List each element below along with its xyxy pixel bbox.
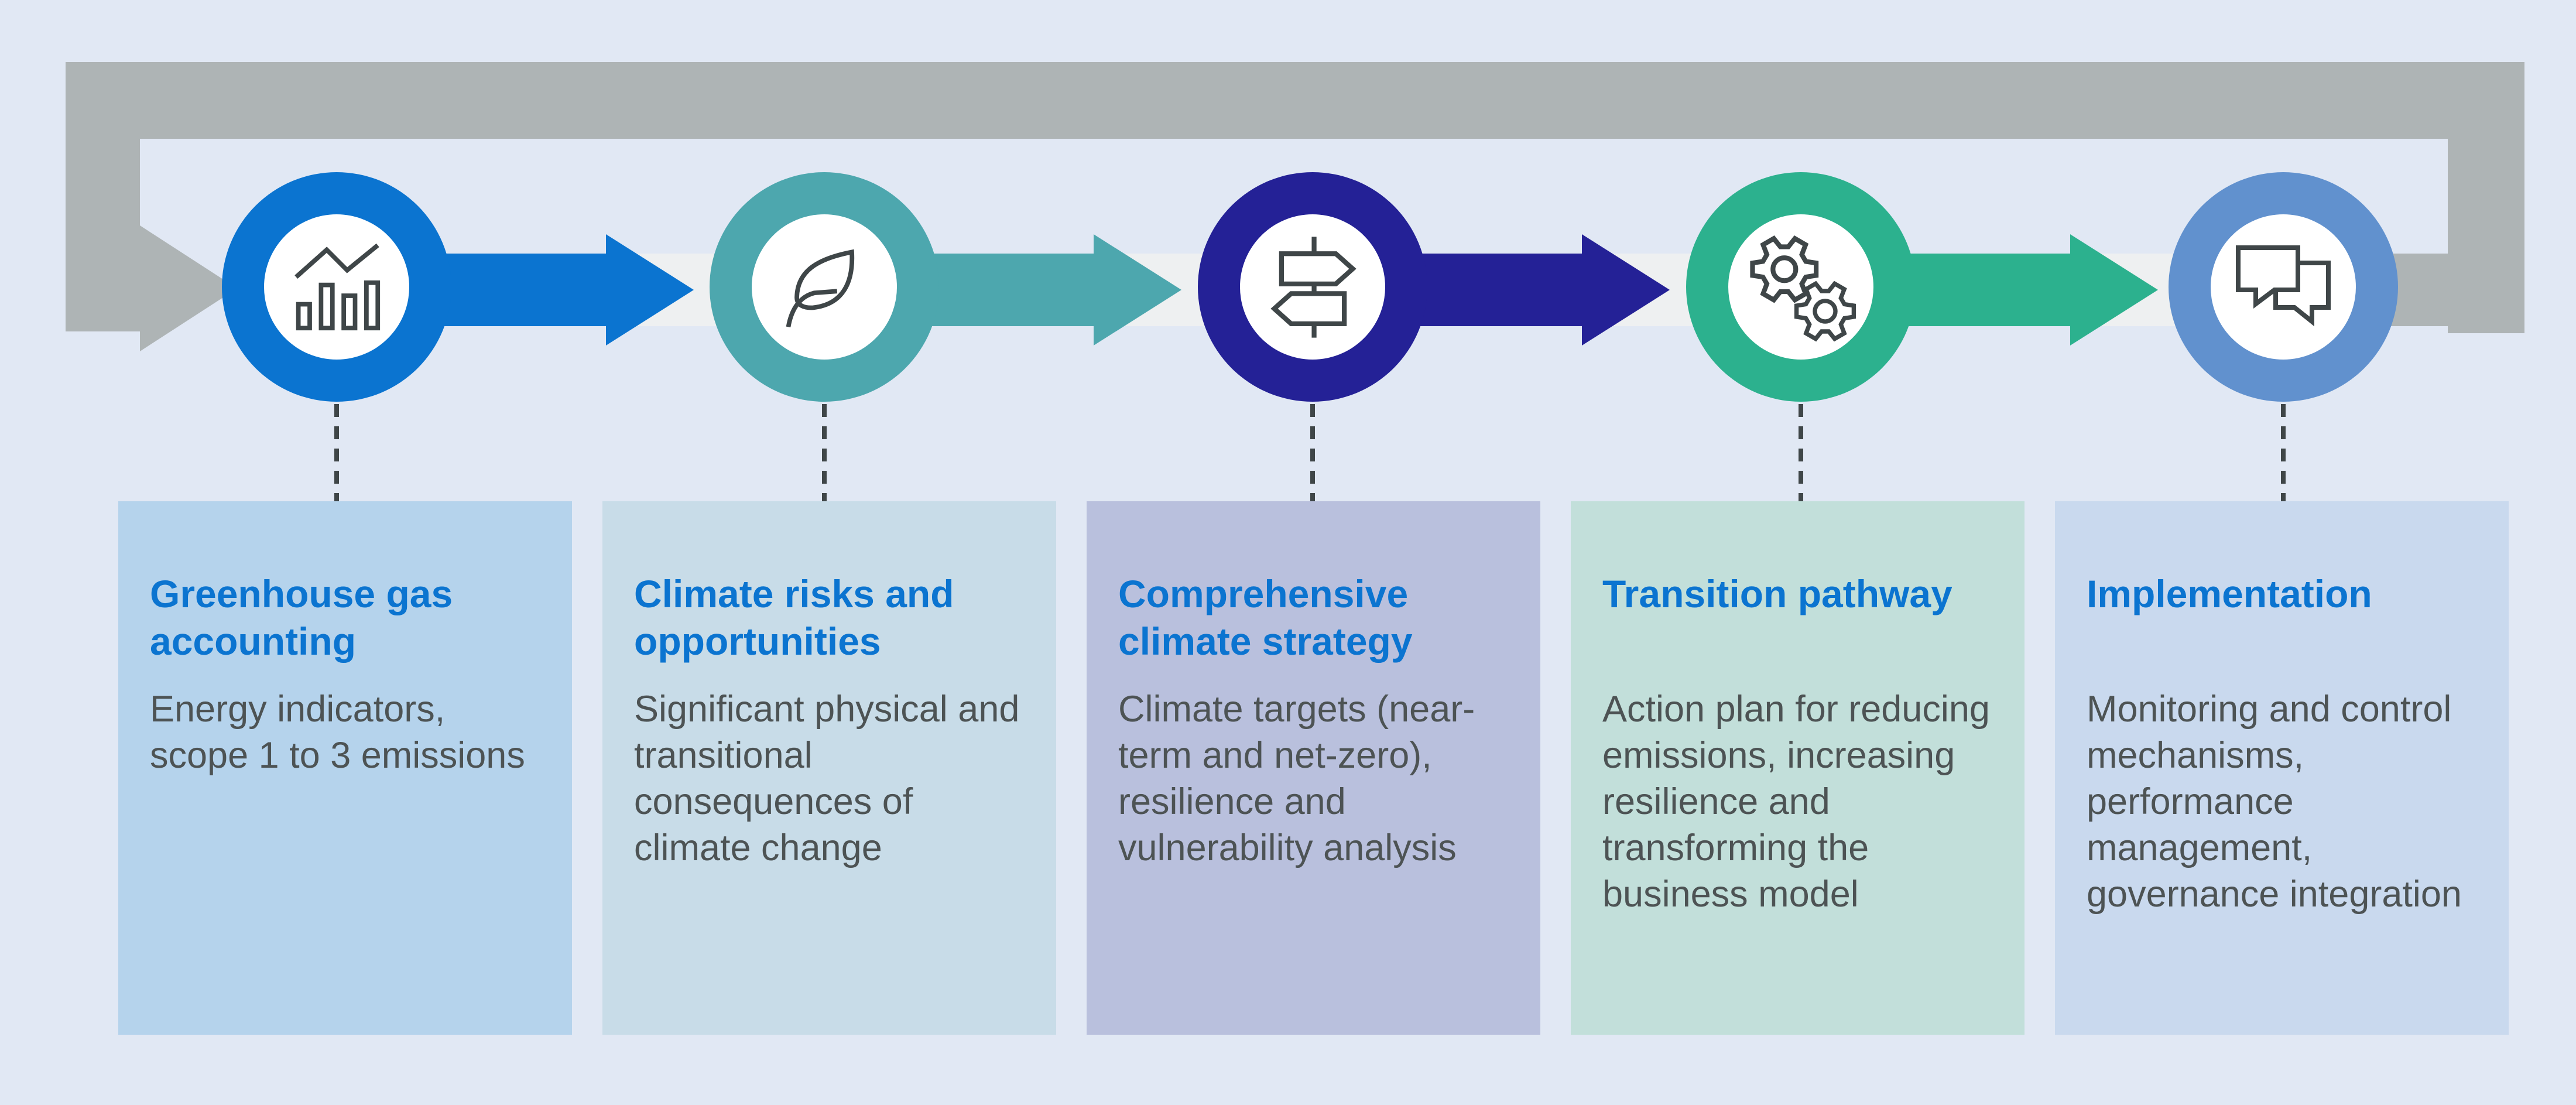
signpost-icon <box>1270 236 1356 338</box>
dashed-connector <box>1310 404 1315 519</box>
circle-implementation <box>2169 172 2398 402</box>
step-card-climate-risks: Climate risks and opportunities Signific… <box>602 501 1056 1035</box>
step-card-title: Comprehensive climate strategy <box>1118 572 1413 663</box>
arrow-head-icon <box>606 234 694 345</box>
feedback-loop-right-band <box>2448 62 2524 333</box>
dashed-connector <box>822 404 827 519</box>
circle-climate-strategy <box>1198 172 1427 402</box>
circle-inner-disc <box>1728 214 1873 360</box>
arrow-head-icon <box>1094 234 1181 345</box>
step-card-title: Greenhouse gas accounting <box>150 572 453 663</box>
step-card-greenhouse-gas: Greenhouse gas accounting Energy indicat… <box>118 501 572 1035</box>
step-card-title: Transition pathway <box>1602 572 1952 615</box>
step-card-title: Implementation <box>2087 572 2372 615</box>
dashed-connector <box>1799 404 1803 519</box>
dashed-connector <box>2281 404 2286 519</box>
circle-inner-disc <box>2211 214 2356 360</box>
circle-inner-disc <box>1240 214 1385 360</box>
circle-transition-pathway <box>1686 172 1916 402</box>
chat-bubbles-icon <box>2236 245 2331 327</box>
dashed-connector <box>334 404 339 519</box>
arrow-head-icon <box>1582 234 1670 345</box>
step-card-body: Significant physical and transitional co… <box>634 689 1020 868</box>
step-card-body: Energy indicators, scope 1 to 3 emission… <box>150 689 525 776</box>
step-card-body: Action plan for reducing emissions, incr… <box>1602 689 1990 915</box>
step-card-title: Climate risks and opportunities <box>634 572 954 663</box>
circle-greenhouse-gas-accounting <box>222 172 451 402</box>
step-card-implementation: Implementation Monitoring and control me… <box>2055 501 2509 1035</box>
feedback-loop-left-band <box>66 62 140 331</box>
step-card-body: Monitoring and control mechanisms, perfo… <box>2087 689 2462 915</box>
feedback-loop-top-band <box>66 62 2524 139</box>
bar-chart-trend-icon <box>294 243 380 330</box>
step-card-transition-pathway: Transition pathway Action plan for reduc… <box>1571 501 2025 1035</box>
circle-inner-disc <box>264 214 409 360</box>
step-card-climate-strategy: Comprehensive climate strategy Climate t… <box>1087 501 1540 1035</box>
circle-inner-disc <box>752 214 897 360</box>
arrow-head-icon <box>2070 234 2158 345</box>
step-card-body: Climate targets (near-term and net-zero)… <box>1118 689 1475 868</box>
leaf-icon <box>786 249 854 327</box>
circle-climate-risks <box>710 172 939 402</box>
gears-icon <box>1749 235 1856 341</box>
